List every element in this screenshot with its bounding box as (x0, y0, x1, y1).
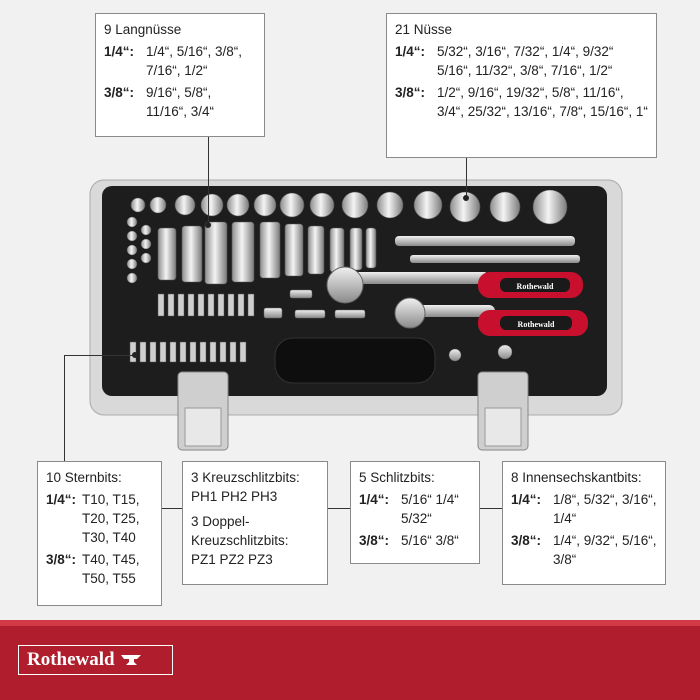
brand-logo-text: Rothewald (27, 649, 115, 670)
innensechskant-box: 8 Innensechskantbits: 1/4“: 1/8“, 5/32“, … (502, 461, 666, 585)
size-label: 1/4“: (511, 492, 542, 507)
size-values: 1/8“, 5/32“, 3/16“, 1/4“ (553, 492, 657, 526)
connector-dot (205, 222, 211, 228)
size-label: 3/8“: (104, 85, 135, 100)
size-values: 1/4“, 5/16“, 3/8“, 7/16“, 1/2“ (146, 44, 243, 78)
size-label: 3/8“: (359, 533, 390, 548)
connector-bottom-2 (328, 508, 350, 509)
langnuesse-title: 9 Langnüsse (104, 22, 182, 37)
sternbits-title: 10 Sternbits: (46, 470, 122, 485)
size-label: 3/8“: (46, 552, 77, 567)
langnuesse-box: 9 Langnüsse 1/4“: 1/4“, 5/16“, 3/8“, 7/16… (95, 13, 265, 137)
nuesse-title: 21 Nüsse (395, 22, 453, 37)
connector-sternbits-h (64, 355, 134, 356)
kreuzschlitz-title: 3 Kreuzschlitzbits: (191, 470, 300, 485)
connector-bottom-1 (162, 508, 182, 509)
doppelkreuz-values: PZ1 PZ2 PZ3 (191, 552, 273, 567)
size-values: T10, T15, T20, T25, T30, T40 (82, 492, 140, 545)
connector-bottom-3 (480, 508, 502, 509)
size-values: 1/4“, 9/32“, 5/16“, 3/8“ (553, 533, 657, 567)
innensechskant-title: 8 Innensechskantbits: (511, 470, 642, 485)
connector-nuesse (466, 158, 467, 198)
connector-langnuesse (208, 137, 209, 225)
size-label: 1/4“: (104, 44, 135, 59)
size-label: 3/8“: (395, 85, 426, 100)
connector-sternbits-v (64, 355, 65, 461)
brand-logo: Rothewald (18, 645, 173, 675)
schlitzbits-box: 5 Schlitzbits: 1/4“: 5/16“ 1/4“ 5/32“ 3/8… (350, 461, 480, 564)
size-values: 5/16“ 3/8“ (401, 533, 459, 548)
brand-footer (0, 620, 700, 700)
anvil-icon (120, 655, 141, 665)
svg-text:Rothewald: Rothewald (518, 320, 555, 329)
size-values: 1/2“, 9/16“, 19/32“, 5/8“, 11/16“, 3/4“,… (437, 85, 648, 119)
connector-dot (463, 195, 469, 201)
handle-brand-text: Rothewald (517, 282, 554, 291)
size-label: 1/4“: (46, 492, 77, 507)
kreuzschlitz-values: PH1 PH2 PH3 (191, 489, 278, 504)
doppelkreuz-title: 3 Doppel-Kreuzschlitzbits: (191, 514, 289, 548)
size-label: 3/8“: (511, 533, 542, 548)
size-label: 1/4“: (395, 44, 426, 59)
size-label: 1/4“: (359, 492, 390, 507)
nuesse-box: 21 Nüsse 1/4“: 5/32“, 3/16“, 7/32“, 1/4“,… (386, 13, 657, 158)
sternbits-box: 10 Sternbits: 1/4“: T10, T15, T20, T25, T… (37, 461, 162, 606)
size-values: T40, T45, T50, T55 (82, 552, 140, 586)
connector-dot (132, 352, 138, 358)
size-values: 9/16“, 5/8“, 11/16“, 3/4“ (146, 85, 215, 119)
kreuzschlitz-box: 3 Kreuzschlitzbits: PH1 PH2 PH3 3 Doppel… (182, 461, 328, 585)
schlitzbits-title: 5 Schlitzbits: (359, 470, 435, 485)
size-values: 5/16“ 1/4“ 5/32“ (401, 492, 459, 526)
size-values: 5/32“, 3/16“, 7/32“, 1/4“, 9/32“ 5/16“, … (437, 44, 614, 78)
